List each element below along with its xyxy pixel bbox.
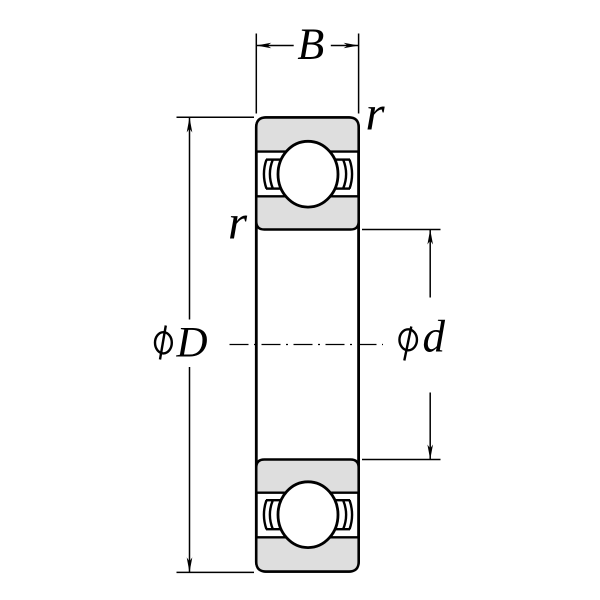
- svg-text:B: B: [297, 20, 324, 69]
- svg-text:D: D: [176, 320, 208, 367]
- svg-text:r: r: [366, 86, 386, 141]
- svg-text:d: d: [423, 312, 446, 362]
- svg-text:r: r: [228, 195, 248, 250]
